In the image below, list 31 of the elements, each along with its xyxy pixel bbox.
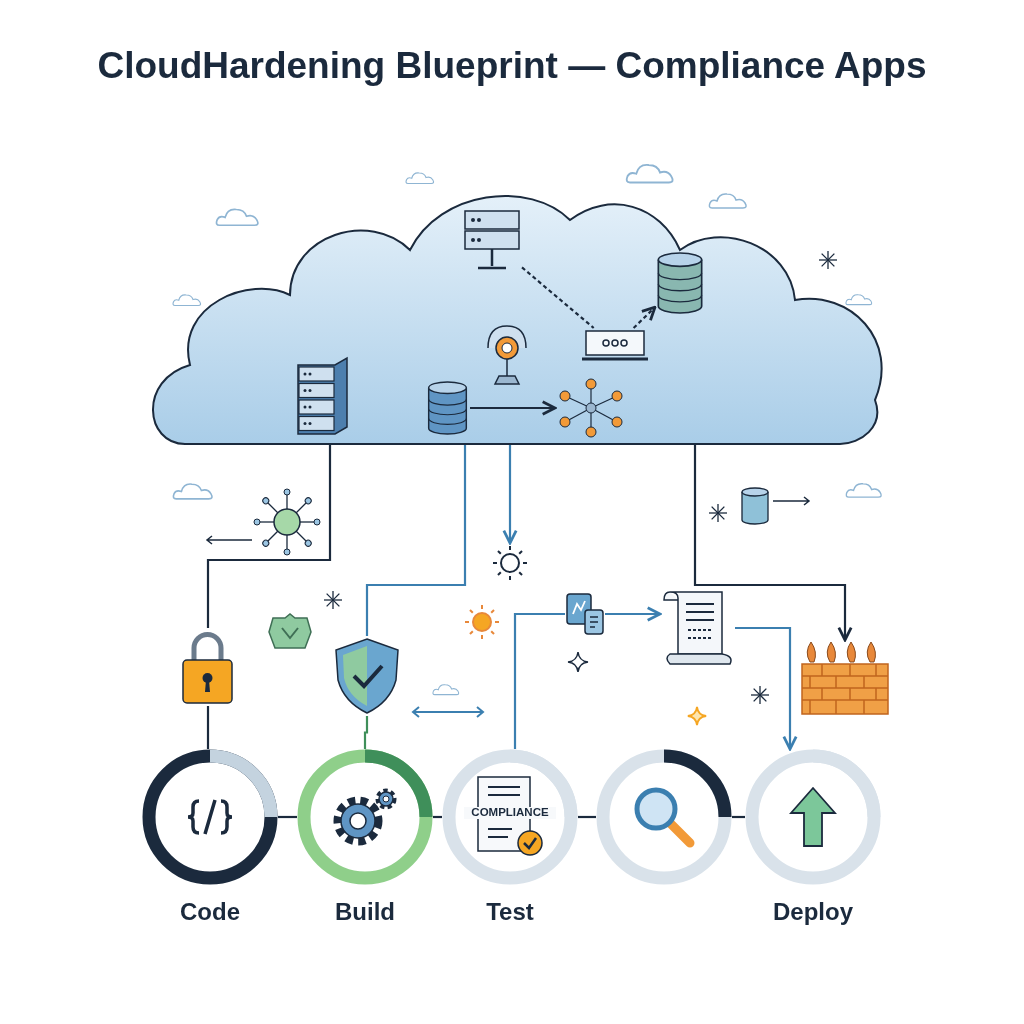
stage-label: Deploy	[772, 897, 854, 927]
router-icon	[580, 328, 650, 364]
server-rack-drawing	[295, 355, 350, 437]
connector-line	[513, 612, 565, 749]
connector-line	[365, 445, 467, 636]
stage-label: Build	[334, 897, 396, 927]
connector-line	[521, 266, 595, 329]
firewall-icon	[800, 640, 890, 716]
connector-line	[206, 706, 210, 749]
connector-line	[278, 815, 297, 819]
database-icon	[655, 250, 705, 316]
connector-line	[206, 445, 332, 628]
scroll-document-icon	[660, 588, 735, 668]
title: CloudHardening Blueprint — Compliance Apps	[96, 44, 928, 88]
document-label: COMPLIANCE	[464, 807, 556, 819]
shield-check-icon	[332, 636, 402, 716]
connector-line	[433, 815, 442, 819]
connector-line	[732, 815, 745, 819]
stage-label: Code	[179, 897, 241, 927]
arrow	[735, 626, 798, 751]
sun-icon	[490, 543, 530, 583]
database-icon	[425, 380, 470, 436]
connector-line	[578, 815, 596, 819]
arrow	[470, 400, 557, 416]
arrow	[502, 445, 518, 545]
arrow	[605, 606, 662, 622]
connector-line	[363, 716, 369, 749]
arrow	[632, 305, 657, 329]
stage-label: Test	[485, 897, 535, 927]
tablets-icon	[565, 592, 605, 636]
arrow	[693, 445, 853, 642]
